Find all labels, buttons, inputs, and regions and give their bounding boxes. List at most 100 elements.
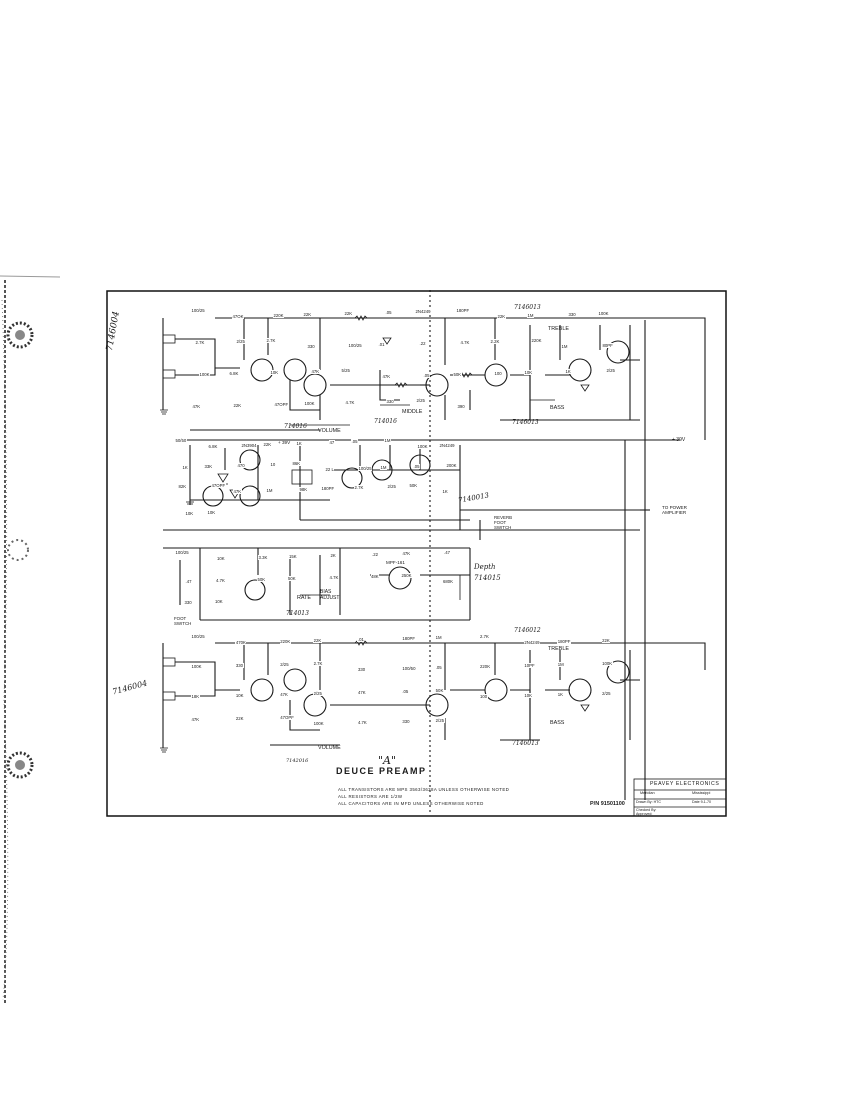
treble-2-label: TREBLE: [548, 646, 569, 652]
component-value-label: 50K: [257, 576, 266, 582]
component-value-label: 180PF: [401, 636, 416, 641]
component-value-label: 100: [479, 694, 488, 699]
handwritten-vol-ch1: 714016: [284, 423, 307, 430]
component-value-label: 47K: [279, 692, 289, 697]
handwritten-bottom-ch1: 7146013: [512, 419, 539, 426]
component-value-label: 1K: [442, 489, 449, 494]
component-value-label: 4.7K: [329, 574, 339, 580]
component-value-label: 10K: [270, 370, 279, 375]
component-value-label: 2.2K: [490, 339, 500, 344]
component-value-label: 15K: [288, 554, 298, 559]
component-value-label: 2.7K: [313, 661, 323, 666]
component-value-label: .05: [435, 665, 443, 670]
handwritten-bottom-ch2: 7146013: [512, 740, 539, 747]
bias-adjust-label: BIAS ADJUST: [320, 589, 340, 601]
component-value-label: 4.7K: [460, 340, 470, 345]
component-value-label: .47: [185, 578, 192, 584]
component-value-label: 47OPF: [211, 483, 226, 488]
handwritten-ch2-left: 7146004: [111, 678, 149, 697]
component-value-label: 2/25: [279, 662, 290, 667]
binder-edge: [0, 275, 61, 1005]
component-value-label: 50K: [409, 483, 418, 488]
handwritten-middle-pot: 714016: [374, 418, 397, 425]
component-value-label: 47K: [191, 717, 200, 722]
component-value-label: .05: [423, 373, 430, 378]
supply-label: + 39V: [672, 437, 686, 443]
component-value-label: 10K: [524, 370, 533, 375]
component-value-label: 1M: [557, 662, 565, 667]
component-value-label: 10K: [207, 509, 216, 515]
component-value-label: 47K: [402, 551, 411, 556]
schematic-title: DEUCE PREAMP: [336, 766, 427, 776]
component-value-label: 1M: [380, 464, 387, 470]
component-value-label: 2.7K: [354, 485, 364, 490]
volume-2-label: VOLUME: [318, 745, 341, 751]
component-value-label: .22: [419, 341, 426, 346]
note-3: ALL CAPACITORS ARE IN MFD UNLESS OTHERWI…: [338, 801, 484, 806]
component-value-label: 100K: [191, 664, 203, 669]
component-value-label: 22K: [233, 403, 242, 408]
component-value-label: 470: [237, 462, 246, 468]
component-value-label: 100K: [601, 661, 613, 666]
component-value-label: 47K: [192, 404, 201, 409]
handwritten-top-ch2: 7146012: [514, 627, 541, 634]
component-value-label: 100K: [417, 444, 429, 449]
component-value-label: .05: [401, 689, 409, 694]
component-value-label: 2/25: [601, 691, 611, 696]
component-value-label: 86K: [292, 460, 301, 466]
component-value-label: 1M: [435, 635, 443, 640]
component-value-label: 100/25: [358, 465, 373, 471]
component-value-label: 3.3K: [258, 555, 268, 560]
handwritten-vol-ch2: 7142016: [286, 758, 309, 764]
component-value-label: 2/25: [606, 368, 616, 373]
component-value-label: 10K: [185, 510, 194, 516]
title-mark: "A": [378, 754, 397, 767]
drawn-by: Drawn By: HTC: [636, 800, 661, 804]
component-value-label: .01: [357, 637, 365, 642]
component-value-label: 47OK: [232, 314, 244, 319]
volume-1-label: VOLUME: [318, 428, 341, 434]
component-value-label: .47: [443, 550, 451, 555]
component-value-label: .05: [413, 463, 420, 469]
component-value-label: .05: [385, 310, 392, 315]
company-state: Mississippi: [692, 791, 711, 795]
component-value-label: 330: [357, 667, 366, 672]
component-value-label: 220K: [531, 338, 543, 343]
component-value-label: 2/25: [313, 691, 323, 696]
component-value-label: 47: [329, 440, 335, 445]
component-value-label: 80PF: [602, 343, 614, 348]
title-block: [633, 778, 727, 817]
component-value-label: 330: [401, 719, 410, 724]
treble-1-label: TREBLE: [548, 326, 569, 332]
component-value-label: 100/50: [401, 666, 416, 671]
component-value-label: 1M: [561, 344, 568, 349]
component-value-label: 250K: [401, 572, 413, 578]
component-value-label: 1K: [565, 369, 572, 374]
drawn-date: Date 9-1-70: [692, 800, 711, 804]
component-value-label: 220K: [479, 664, 491, 669]
bass-1-label: BASS: [550, 405, 565, 411]
component-value-label: 22K: [497, 314, 506, 319]
part-number: P/N 91501100: [590, 801, 625, 807]
component-value-label: 2N4249: [439, 443, 456, 448]
component-value-label: 100: [494, 371, 503, 376]
component-value-label: 18K: [191, 694, 200, 699]
handwritten-depth: Depth: [474, 563, 496, 571]
component-value-label: 2/25: [236, 339, 246, 344]
component-value-label: 10K: [214, 599, 224, 605]
component-value-label: 47OPF: [274, 402, 289, 407]
approved-by: Approved:: [636, 812, 653, 816]
note-2: ALL RESISTORS ARE 1/2W: [338, 794, 403, 799]
component-value-label: 2K: [330, 553, 337, 558]
component-value-label: 47K: [311, 369, 320, 374]
component-value-label: 1K: [557, 692, 564, 697]
component-value-label: 33K: [204, 463, 213, 469]
component-value-label: 22K: [303, 312, 312, 317]
component-value-label: 22K: [344, 311, 353, 316]
component-value-label: 100/25: [175, 550, 190, 555]
component-value-label: 10K: [235, 693, 245, 698]
component-value-label: 2N4249: [523, 640, 540, 645]
handwritten-depth-number: 714015: [474, 574, 501, 582]
handwritten-rate-pot: 714013: [286, 610, 309, 617]
